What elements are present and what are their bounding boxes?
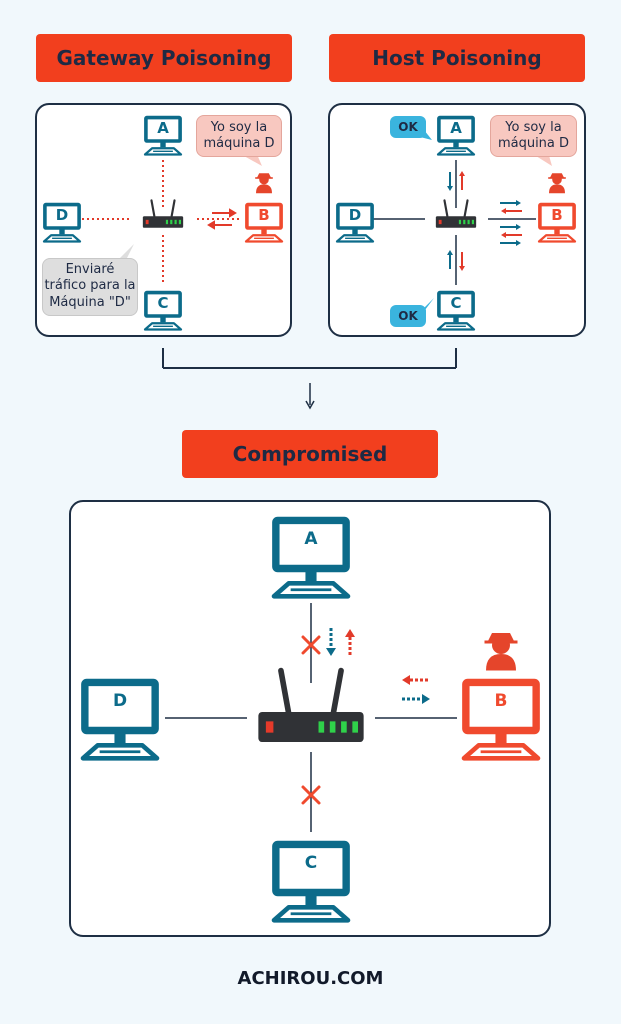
compromised-diagram: A C D B [83, 520, 538, 920]
machine-d-label: D [349, 206, 361, 224]
hacker-icon [255, 173, 273, 194]
speech-bubble-ok: OK [390, 305, 426, 327]
bubble-tail [120, 244, 134, 260]
machine-b-label: B [551, 206, 562, 224]
machine-b-label: B [495, 691, 508, 711]
gateway-poisoning-title: Gateway Poisoning [36, 34, 292, 82]
machine-a-label: A [157, 119, 169, 137]
machine-b-label: B [258, 206, 269, 224]
machine-c-label: C [157, 294, 168, 312]
speech-bubble-ok: OK [390, 116, 426, 138]
machine-d-label: D [113, 691, 127, 711]
router-icon [141, 199, 185, 229]
compromised-arrows [326, 628, 430, 704]
host-arrows [447, 171, 522, 271]
machine-c-label: C [305, 853, 317, 873]
machine-d-label: D [56, 206, 68, 224]
speech-bubble-im-machine-d: Yo soy la máquina D [490, 115, 577, 157]
hacker-icon [548, 173, 566, 194]
speech-bubble-im-machine-d: Yo soy la máquina D [196, 115, 282, 157]
footer-brand: ACHIROU.COM [237, 968, 384, 989]
gateway-red-dashed-links [82, 160, 240, 285]
speech-bubble-will-send-traffic: Enviaré tráfico para la Máquina "D" [42, 258, 138, 316]
machine-a-label: A [304, 529, 318, 549]
host-poisoning-title: Host Poisoning [329, 34, 585, 82]
hacker-icon [484, 633, 518, 671]
host-links [373, 160, 536, 285]
merge-connector [162, 348, 457, 369]
machine-c-label: C [450, 294, 461, 312]
compromised-links [165, 603, 457, 832]
arrow-icon [305, 383, 315, 410]
machine-a-label: A [450, 119, 462, 137]
gateway-red-arrows [207, 208, 237, 230]
compromised-title: Compromised [182, 430, 438, 478]
